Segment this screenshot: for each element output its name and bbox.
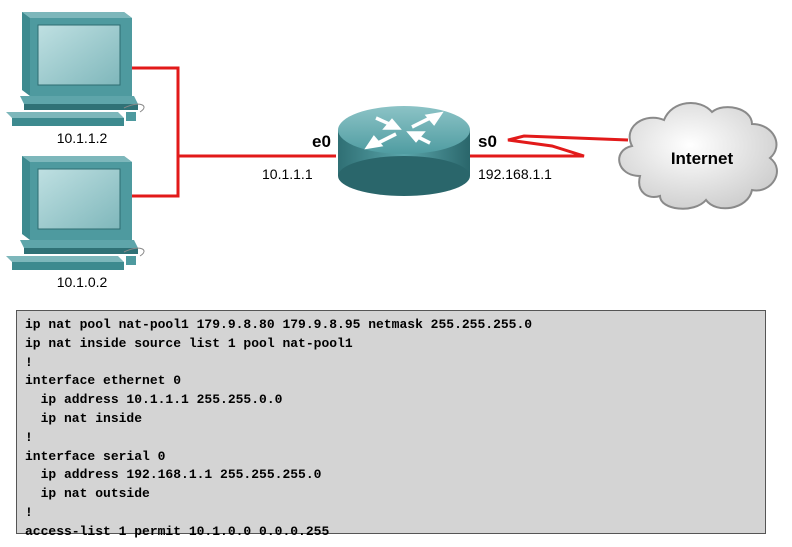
config-line: ip address 10.1.1.1 255.255.0.0	[25, 392, 283, 408]
config-line: interface serial 0	[25, 448, 166, 464]
serial-interface-label: s0	[478, 132, 497, 151]
desktop-computer-icon	[5, 11, 145, 127]
router-icon	[338, 106, 470, 196]
config-line: ip nat inside source list 1 pool nat-poo…	[25, 335, 353, 351]
ethernet-links	[122, 66, 336, 198]
config-line: ip nat outside	[25, 486, 150, 502]
config-line: access-list 1 permit 10.1.0.0 0.0.0.255	[25, 523, 330, 539]
config-line: !	[25, 354, 33, 370]
serial-ip-label: 192.168.1.1	[478, 166, 552, 182]
config-line: ip nat inside	[25, 410, 143, 426]
host-pc-1: 10.1.1.2	[5, 11, 145, 146]
config-line: interface ethernet 0	[25, 373, 182, 389]
config-line: ip nat pool nat-pool1 179.9.8.80 179.9.8…	[25, 317, 533, 332]
host-ip-label: 10.1.1.2	[57, 130, 108, 146]
config-line: !	[25, 429, 33, 445]
host-pc-2: 10.1.0.2	[5, 155, 145, 290]
host-link-lines	[122, 66, 180, 198]
config-line: !	[25, 504, 33, 520]
serial-link-line	[470, 134, 629, 158]
host-ip-label: 10.1.0.2	[57, 274, 108, 290]
cloud-label: Internet	[671, 149, 734, 168]
ethernet-interface-label: e0	[312, 132, 331, 151]
desktop-computer-icon	[5, 155, 145, 271]
ethernet-ip-label: 10.1.1.1	[262, 166, 313, 182]
cloud-icon: Internet	[618, 101, 778, 210]
network-diagram: 10.1.1.2 10.1.0.2 e0 10.1.1.1 s0 192.168…	[5, 11, 778, 290]
router-config-box: ip nat pool nat-pool1 179.9.8.80 179.9.8…	[16, 310, 766, 539]
config-line: ip address 192.168.1.1 255.255.255.0	[25, 467, 322, 483]
